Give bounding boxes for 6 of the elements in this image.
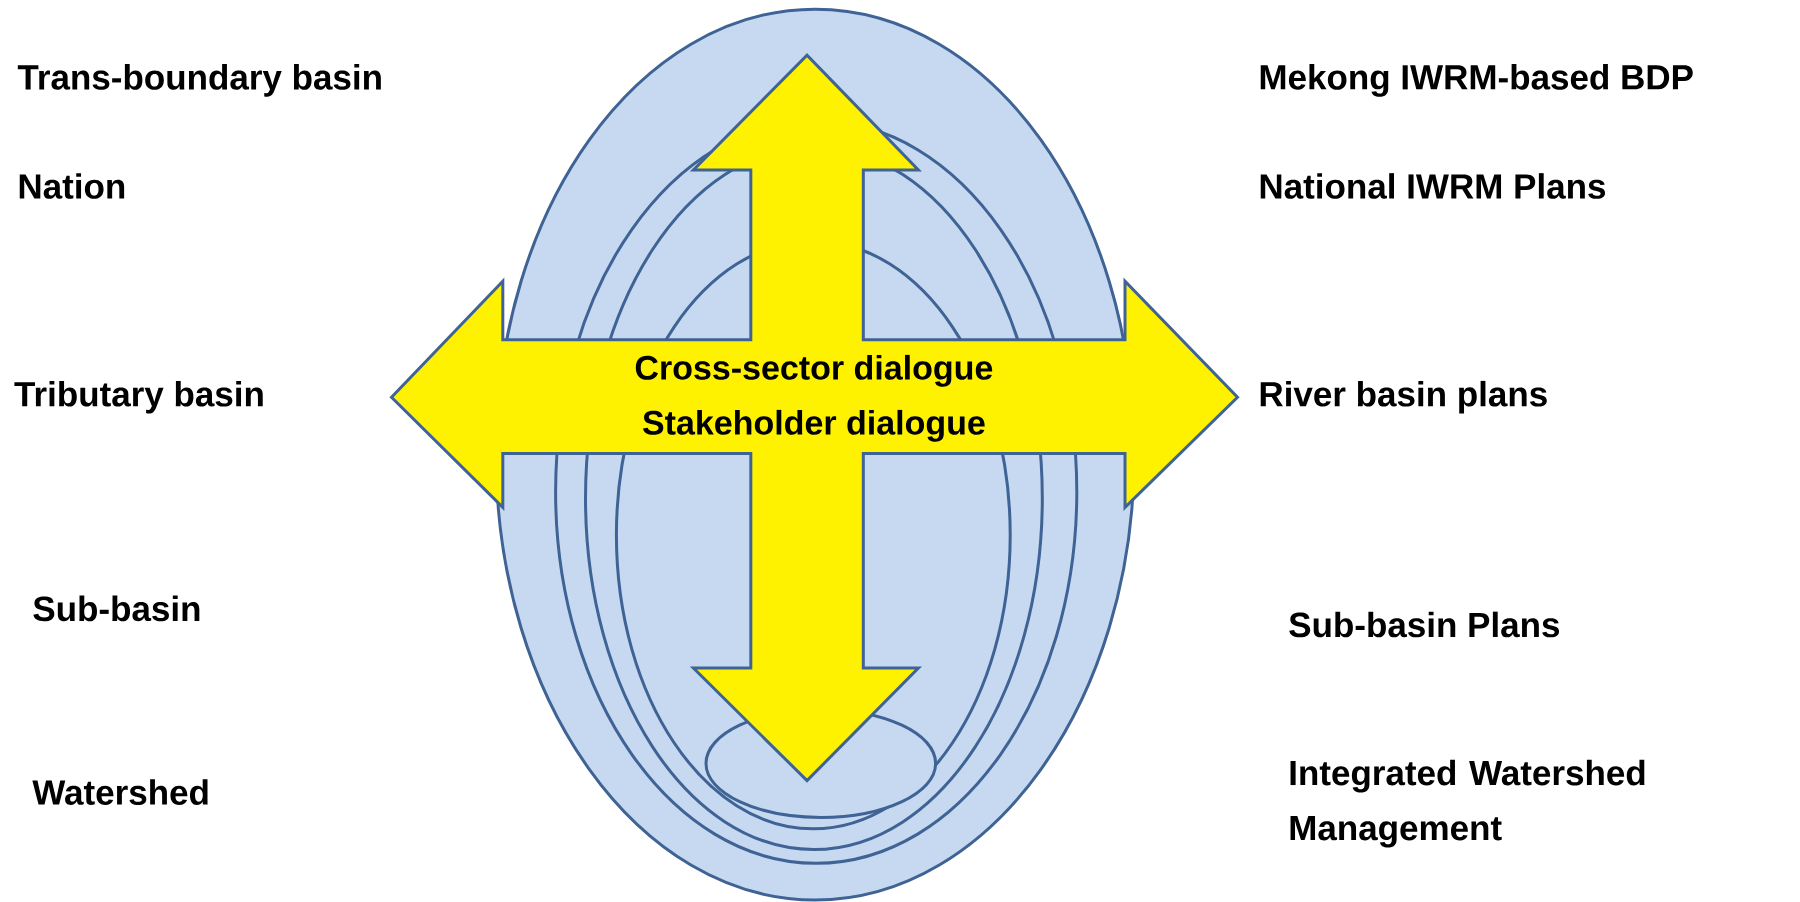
level-label: Tributary basin [14, 380, 263, 414]
level-label: Integrated Watershed Management [1290, 759, 1645, 848]
level-label: Sub-basin [33, 595, 200, 622]
level-label: Nation [19, 173, 125, 199]
level-label: Sub-basin Plans [1289, 611, 1560, 638]
level-label: Watershed [32, 779, 208, 805]
